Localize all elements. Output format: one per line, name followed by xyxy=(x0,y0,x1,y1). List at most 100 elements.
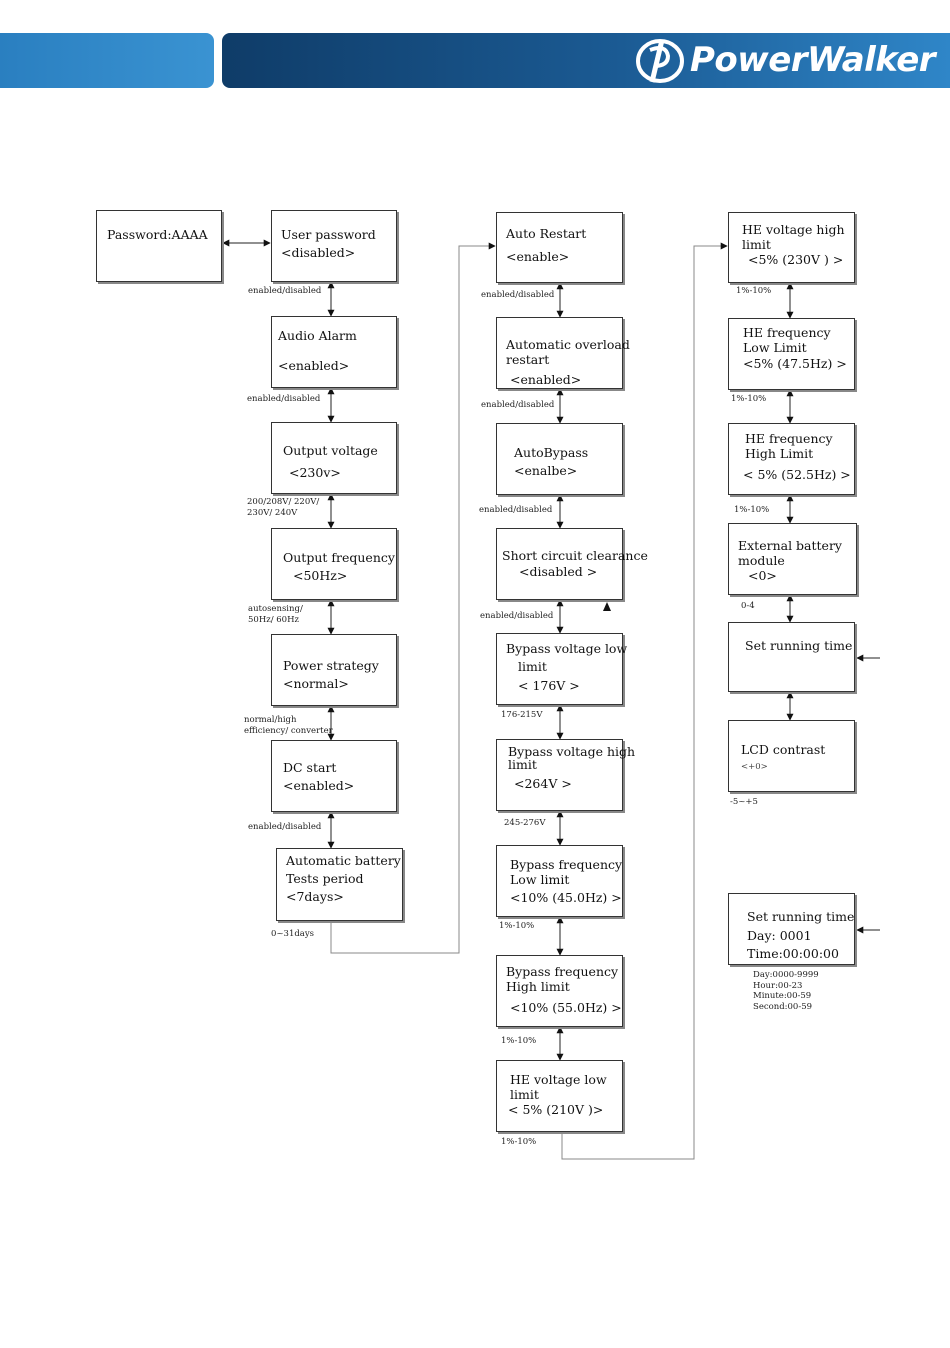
menu-box-line: <10% (45.0Hz) > xyxy=(510,890,622,905)
menu-box-line: Password:AAAA xyxy=(107,227,208,242)
menu-box-autobypass: AutoBypass<enalbe> xyxy=(496,423,623,495)
range-note-line: enabled/disabled xyxy=(480,611,554,621)
range-note-line: efficiency/ converter xyxy=(244,725,333,736)
page-header: PowerWalker xyxy=(0,0,950,90)
range-note-bypass-f-low: 1%-10% xyxy=(499,921,534,932)
menu-box-line: LCD contrast xyxy=(741,742,826,757)
range-note-line: 176-215V xyxy=(501,710,543,720)
range-note-lcd-contrast: -5~+5 xyxy=(730,797,758,808)
menu-box-line: High limit xyxy=(506,979,570,994)
menu-box-user-password: User password <disabled> xyxy=(271,210,397,282)
range-note-dc-start: enabled/disabled xyxy=(248,822,321,833)
range-note-line: 1%-10% xyxy=(731,394,767,404)
menu-box-line: DC start xyxy=(283,760,337,775)
menu-box-line: Bypass frequency xyxy=(506,964,619,979)
flow-line-col1-to-col2 xyxy=(330,242,496,954)
menu-box-line: Bypass voltage low xyxy=(506,641,628,656)
menu-box-line: Tests period xyxy=(286,871,364,886)
range-note-line: 245-276V xyxy=(504,818,546,828)
range-note-bypass-v-high: 245-276V xyxy=(504,818,545,829)
range-note-line: enabled/disabled xyxy=(248,286,322,296)
menu-box-line: Power strategy xyxy=(283,658,379,673)
range-note-he-f-high: 1%-10% xyxy=(734,505,769,516)
menu-box-line: <+0> xyxy=(741,762,768,772)
range-note-line: 0-4 xyxy=(741,601,755,611)
menu-box-line: Output voltage xyxy=(283,443,378,458)
range-note-bypass-v-low: 176-215V xyxy=(501,710,542,721)
menu-box-line: HE voltage high xyxy=(742,222,845,237)
range-note-line: -5~+5 xyxy=(730,797,758,807)
menu-box-line: AutoBypass xyxy=(514,445,589,460)
menu-box-line: < 5% (210V )> xyxy=(508,1102,604,1117)
range-note-bypass-f-high: 1%-10% xyxy=(501,1036,536,1047)
menu-box-line: <7days> xyxy=(286,889,344,904)
range-note-line: 0~31days xyxy=(271,929,315,939)
menu-box-line: < 176V > xyxy=(518,678,580,693)
menu-box-line: <50Hz> xyxy=(293,568,348,583)
menu-box-line: <enabled> xyxy=(278,358,350,373)
menu-box-line: Set running time xyxy=(745,638,853,653)
range-note-line: 200/208V/ 220V/ xyxy=(247,497,320,507)
range-note-line: Hour:00-23 xyxy=(753,980,803,991)
range-note-line: normal/high xyxy=(244,715,297,725)
range-note-ext-battery: 0-4 xyxy=(741,601,755,612)
menu-box-output-frequency: Output frequency<50Hz> xyxy=(271,528,397,600)
menu-box-line: User password xyxy=(281,227,376,242)
range-note-line: enabled/disabled xyxy=(481,400,555,410)
range-note-line: Second:00-59 xyxy=(753,1001,813,1012)
range-note-line: enabled/disabled xyxy=(481,290,555,300)
range-note-line: 230V/ 240V xyxy=(247,507,298,518)
range-note-line: Minute:00-59 xyxy=(753,991,812,1001)
range-note-line: 1%-10% xyxy=(501,1137,537,1147)
menu-box-line: External battery xyxy=(738,538,842,553)
menu-box-line: Automatic battery xyxy=(286,853,401,868)
menu-box-line: <264V > xyxy=(514,776,572,791)
range-note-audio-alarm: enabled/disabled xyxy=(247,394,320,405)
menu-box-line: <5% (47.5Hz) > xyxy=(743,356,847,371)
range-note-line: enabled/disabled xyxy=(479,505,553,515)
menu-box-line: <enabled> xyxy=(283,778,355,793)
menu-box-line: High Limit xyxy=(745,446,814,461)
menu-box-line: <enabled> xyxy=(510,372,582,387)
menu-box-output-voltage: Output voltage <230v> xyxy=(271,422,397,494)
menu-box-line: <10% (55.0Hz) > xyxy=(510,1000,622,1015)
menu-box-line: restart xyxy=(506,352,550,367)
header-left-bar xyxy=(0,33,214,88)
menu-box-line: <230v> xyxy=(289,465,341,480)
menu-box-line: Bypass frequency xyxy=(510,857,623,872)
menu-box-line: HE frequency xyxy=(745,431,833,446)
menu-box-line: Short circuit clearance xyxy=(502,548,648,563)
menu-box-line: <disabled > xyxy=(519,564,598,579)
menu-box-line: limit xyxy=(742,237,771,252)
menu-box-line: Low limit xyxy=(510,872,570,887)
menu-box-line: Low Limit xyxy=(743,340,807,355)
powerwalker-logo-icon xyxy=(636,39,684,83)
range-note-user-password: enabled/disabled xyxy=(248,286,321,297)
menu-box-power-strategy: Power strategy<normal> xyxy=(271,634,397,706)
range-note-he-v-high: 1%-10% xyxy=(736,286,771,297)
range-note-auto-overload: enabled/disabled xyxy=(481,400,554,411)
powerwalker-logo: PowerWalker xyxy=(632,36,942,86)
range-note-line: 1%-10% xyxy=(736,286,772,296)
menu-box-line: HE voltage low xyxy=(510,1072,607,1087)
menu-box-line: limit xyxy=(510,1087,539,1102)
menu-box-line: <disabled> xyxy=(281,245,356,260)
range-note-line: Day:0000-9999 xyxy=(753,970,819,980)
range-note-line: enabled/disabled xyxy=(248,822,322,832)
range-note-auto-restart: enabled/disabled xyxy=(481,290,554,301)
menu-box-line: Bypass voltage high xyxy=(508,744,636,759)
menu-box-line: Time:00:00:00 xyxy=(747,946,839,961)
range-note-line: 1%-10% xyxy=(734,505,770,515)
menu-box-password: Password:AAAA xyxy=(96,210,222,282)
menu-box-short-circuit: Short circuit clearance<disabled > xyxy=(496,528,648,600)
header-right-bar xyxy=(222,33,950,88)
